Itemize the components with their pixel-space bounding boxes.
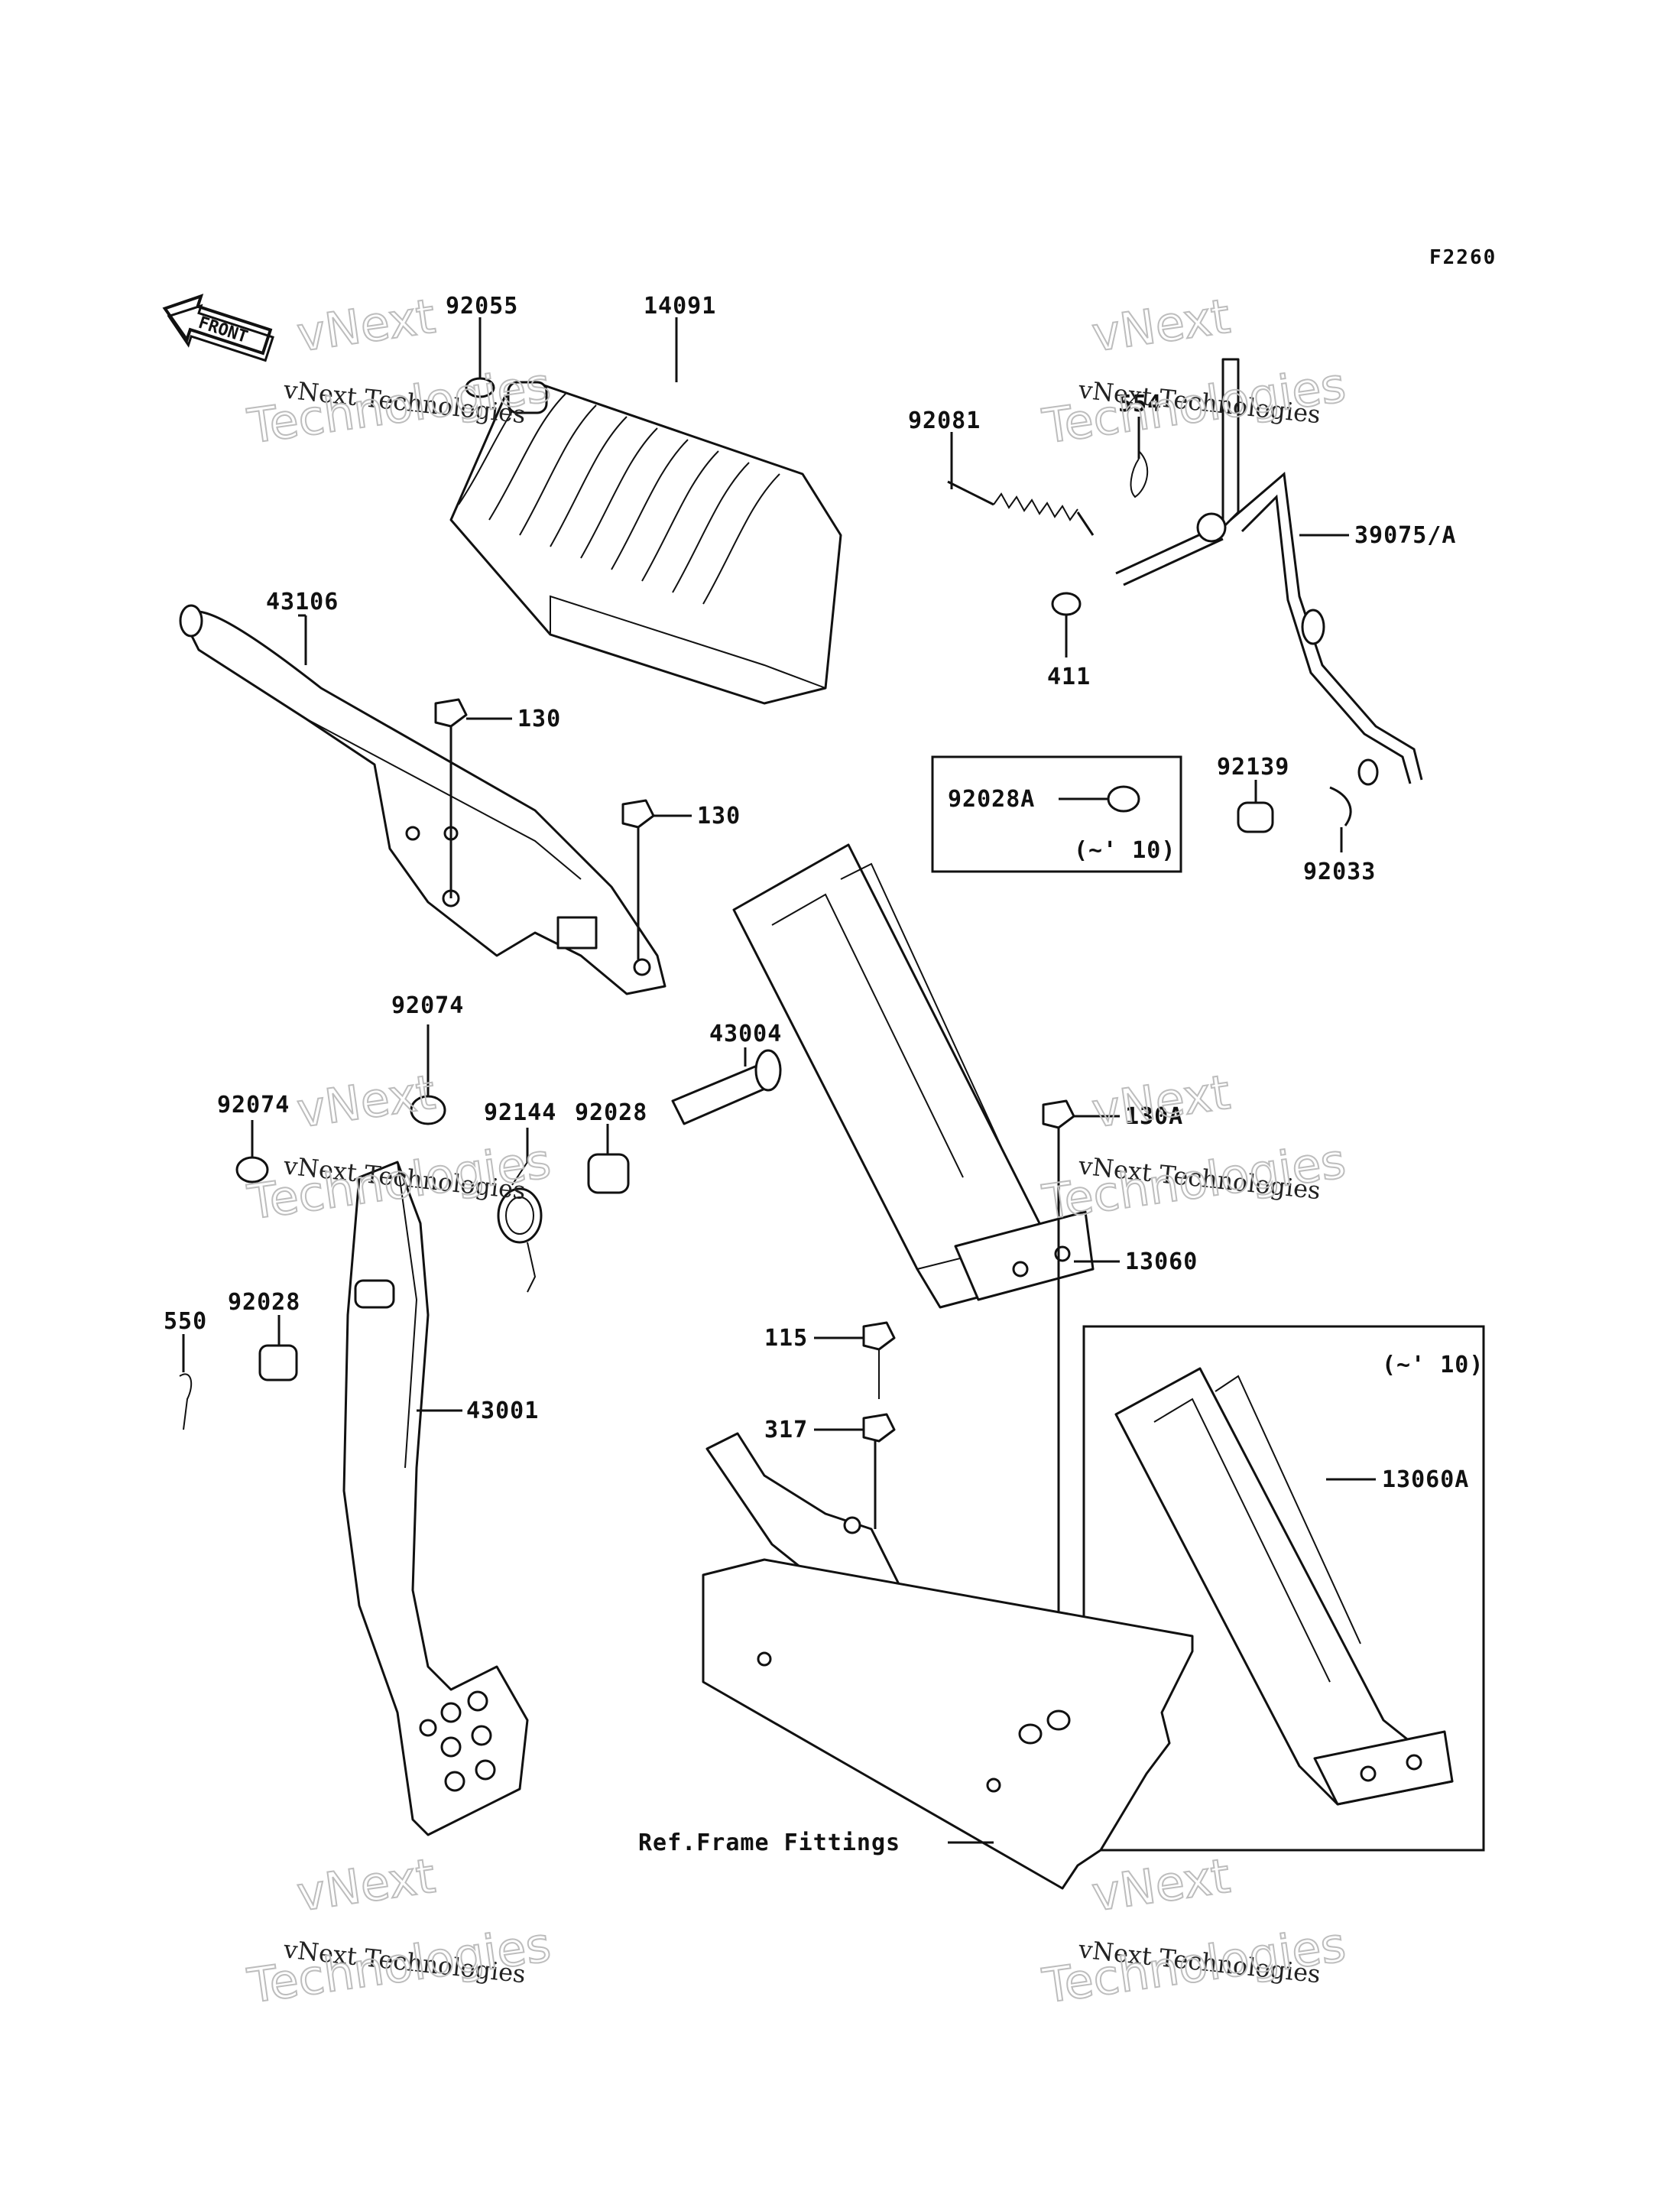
label-39075: 39075/A xyxy=(1354,522,1456,549)
svg-text:vNext: vNext xyxy=(1088,1064,1234,1138)
washer-411 xyxy=(1051,592,1082,616)
bolt-115 xyxy=(862,1321,896,1399)
label-92074-b: 92074 xyxy=(217,1092,290,1118)
svg-text:Technologies: Technologies xyxy=(1039,1917,1349,2015)
label-92028-a: 92028 xyxy=(575,1099,647,1126)
pedal-13060 xyxy=(732,843,1095,1309)
front-arrow-icon: FRONT xyxy=(162,294,274,362)
label-13060: 13060 xyxy=(1125,1248,1198,1275)
svg-text:vNext: vNext xyxy=(1088,288,1234,362)
label-411: 411 xyxy=(1047,664,1091,690)
leader-lines xyxy=(182,317,1376,1844)
label-92055: 92055 xyxy=(446,293,518,320)
label-13060A-note: (~' 10) xyxy=(1382,1352,1484,1378)
label-550: 550 xyxy=(164,1308,207,1335)
bolt-130-b xyxy=(621,799,655,959)
label-92144: 92144 xyxy=(484,1099,556,1126)
bushing-92028-b xyxy=(258,1344,298,1381)
label-43004: 43004 xyxy=(709,1021,782,1047)
bushing-92028A xyxy=(1107,785,1140,813)
box-92028A xyxy=(931,755,1182,873)
callout-labels: 92055 14091 43106 130 130 92081 554 3907… xyxy=(164,293,1484,1856)
svg-text:vNext: vNext xyxy=(294,1064,439,1138)
label-130A: 130A xyxy=(1125,1103,1183,1130)
label-130-a: 130 xyxy=(517,706,561,732)
svg-text:vNext: vNext xyxy=(294,288,439,362)
label-92081: 92081 xyxy=(908,407,981,434)
snap-ring-92033 xyxy=(1329,786,1352,826)
shaft-43004 xyxy=(671,1049,782,1125)
spring-92081 xyxy=(947,480,1095,536)
label-92139: 92139 xyxy=(1217,754,1289,781)
svg-text:vNext: vNext xyxy=(294,1848,439,1922)
bushing-92028-a xyxy=(587,1153,630,1194)
svg-text:Technologies: Technologies xyxy=(244,1917,554,2015)
nut-317 xyxy=(862,1413,896,1443)
label-92074-a: 92074 xyxy=(391,992,464,1019)
watermark-2: vNext vNext Technologies Technologies xyxy=(1038,287,1350,456)
watermark-4: vNext vNext Technologies Technologies xyxy=(1038,1063,1350,1232)
label-130-b: 130 xyxy=(697,803,741,830)
figure-code: F2260 xyxy=(1429,246,1497,269)
label-317: 317 xyxy=(764,1417,808,1443)
label-92028A-note: (~' 10) xyxy=(1074,837,1176,864)
label-92033: 92033 xyxy=(1303,859,1376,885)
pedal-13060A xyxy=(1114,1367,1454,1806)
label-115: 115 xyxy=(764,1325,808,1352)
label-14091: 14091 xyxy=(644,293,716,320)
svg-text:Technologies: Technologies xyxy=(1039,357,1349,455)
cotter-pin-550 xyxy=(179,1373,193,1430)
box-13060A xyxy=(1082,1325,1485,1852)
label-554: 554 xyxy=(1118,391,1162,417)
label-92028A: 92028A xyxy=(948,786,1035,813)
label-43106: 43106 xyxy=(266,589,339,615)
label-92028-b: 92028 xyxy=(228,1289,300,1316)
pedal-43001 xyxy=(342,1161,529,1836)
bolt-130-a xyxy=(434,698,468,898)
pin-554 xyxy=(1130,450,1149,498)
label-ref-frame-fittings: Ref.Frame Fittings xyxy=(638,1830,900,1856)
watermark-5: vNext vNext Technologies Technologies xyxy=(243,1847,555,2015)
label-13060A: 13060A xyxy=(1382,1466,1469,1493)
watermark-6: vNext vNext Technologies Technologies xyxy=(1038,1847,1350,2015)
spring-92144 xyxy=(497,1161,543,1293)
boot-14091 xyxy=(449,381,842,705)
rod-39075 xyxy=(1115,358,1423,786)
label-43001: 43001 xyxy=(466,1398,539,1424)
svg-text:vNext: vNext xyxy=(1088,1848,1234,1922)
frame-fittings xyxy=(702,1432,1194,1890)
svg-text:Technologies: Technologies xyxy=(1039,1133,1349,1231)
lever-43106 xyxy=(179,604,666,995)
collar-92139 xyxy=(1237,801,1274,833)
